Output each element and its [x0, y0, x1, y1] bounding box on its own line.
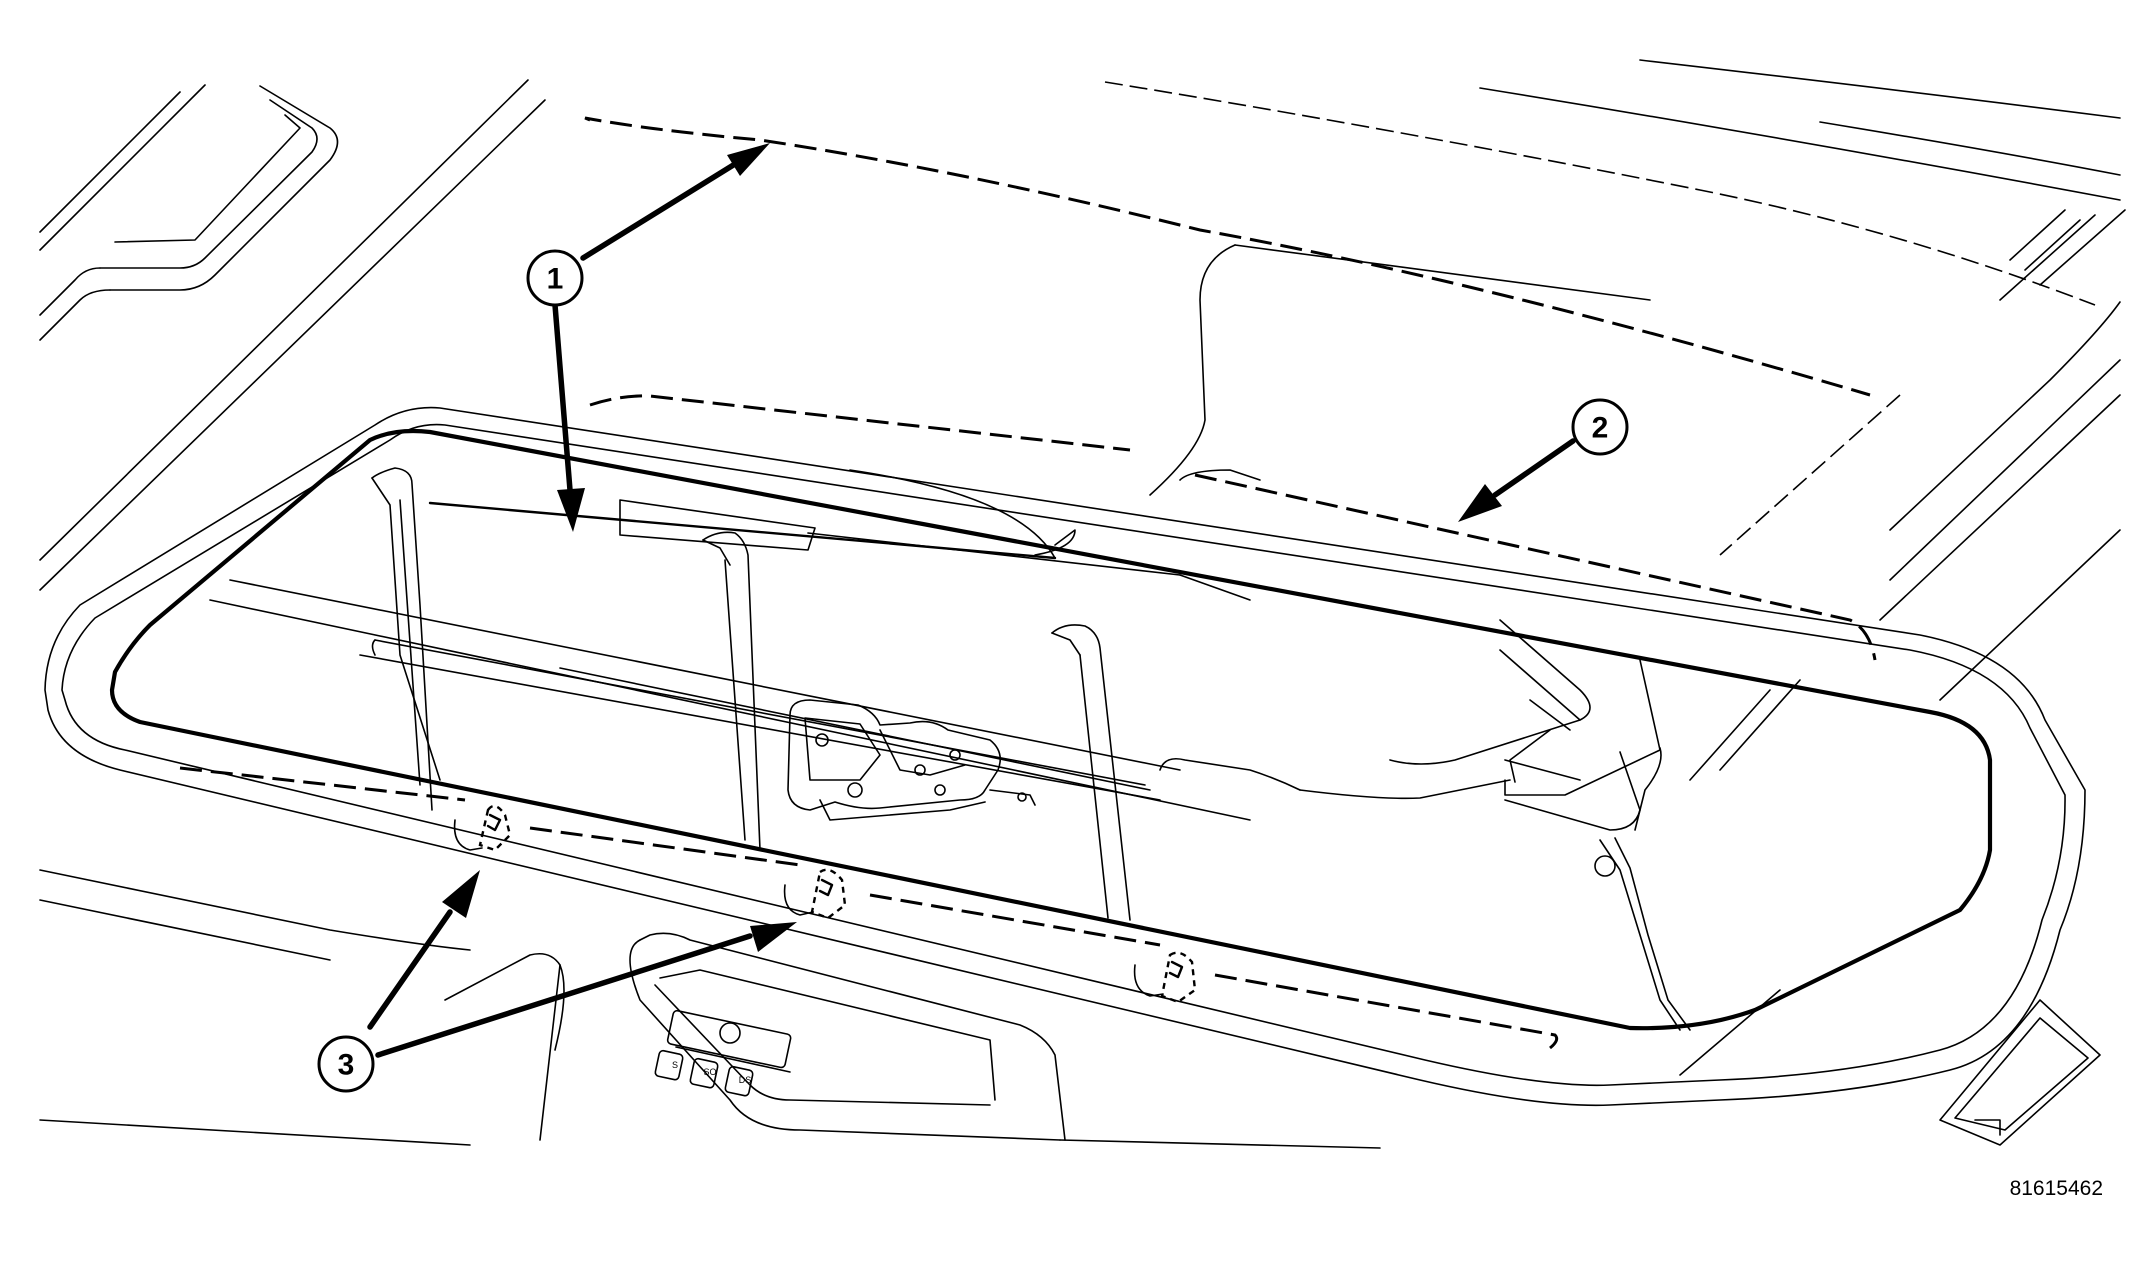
svg-text:2: 2 — [1592, 412, 1609, 445]
svg-text:1: 1 — [547, 263, 564, 296]
console-switch-so[interactable]: SO — [689, 1057, 719, 1089]
glass-support-posts — [371, 467, 1131, 921]
callout-1-leaders — [552, 143, 770, 532]
glass-panel-dashed-outline — [179, 116, 1877, 1050]
sunroof-opening-outline — [109, 428, 1993, 1031]
callout-3-leaders — [367, 870, 797, 1058]
opening-trim-ring — [44, 406, 2086, 1107]
console-lamp-housing — [666, 1009, 792, 1069]
svg-text:SO: SO — [703, 1067, 716, 1077]
drive-motor — [787, 699, 1036, 821]
console-switch-ds[interactable]: DS — [724, 1065, 754, 1097]
drive-mechanism — [209, 469, 1801, 1031]
overhead-console: S SO DS — [444, 932, 1066, 1141]
callout-2: 2 — [1571, 398, 1629, 456]
headliner-outline — [39, 59, 2126, 1149]
callout-1: 1 — [526, 249, 584, 307]
console-switch-s[interactable]: S — [654, 1049, 684, 1081]
callout-2-leader — [1458, 438, 1576, 522]
svg-text:S: S — [672, 1060, 678, 1070]
svg-text:DS: DS — [739, 1075, 752, 1085]
figure-id: 81615462 — [2010, 1177, 2103, 1200]
callout-3: 3 — [317, 1035, 375, 1093]
attachment-clips — [453, 804, 1197, 1004]
svg-text:3: 3 — [338, 1049, 355, 1082]
